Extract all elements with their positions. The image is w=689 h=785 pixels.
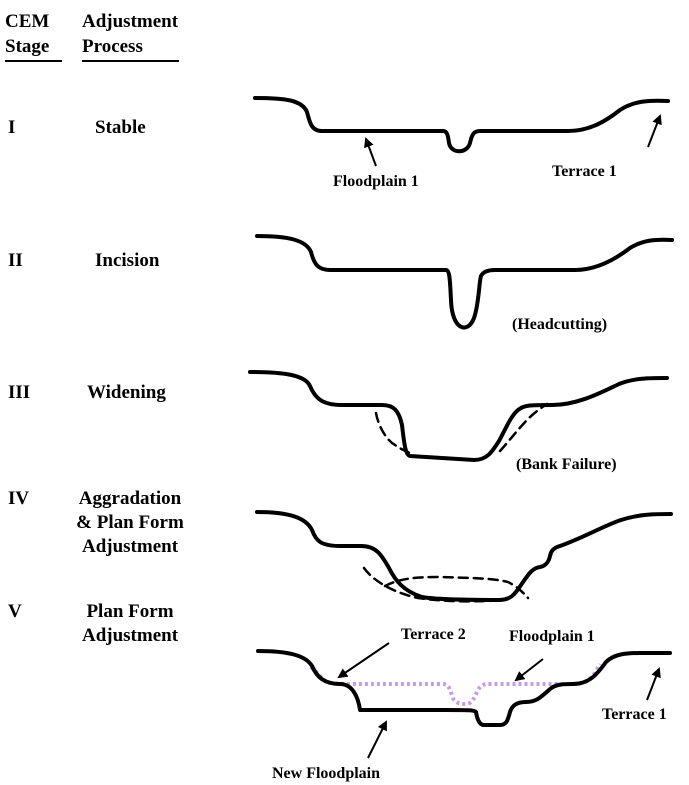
arrow-new-floodplain — [367, 720, 387, 759]
label-floodplain1-stage1: Floodplain 1 — [333, 173, 419, 190]
stage-process-5-line1: Plan Form — [86, 601, 174, 622]
aggradation-new-profile-dashed — [383, 575, 530, 600]
stage-process-2: Incision — [95, 250, 160, 271]
bank-failure-left-dashed — [374, 411, 416, 457]
profile-stage-3 — [248, 370, 669, 462]
aggradation-old-profile-dashed — [362, 566, 506, 603]
stage-numeral-3: III — [8, 382, 31, 403]
stage-process-3: Widening — [87, 382, 166, 403]
stage-process-4-line2: & Plan Form — [76, 512, 184, 533]
label-new-floodplain: New Floodplain — [272, 765, 381, 782]
arrow-terrace2-s5 — [337, 642, 390, 679]
stage-numeral-2: II — [8, 250, 23, 271]
label-headcutting: (Headcutting) — [512, 316, 608, 333]
label-bank-failure: (Bank Failure) — [516, 456, 617, 473]
arrow-floodplain1-s5 — [514, 658, 544, 682]
label-floodplain1-stage5: Floodplain 1 — [509, 628, 595, 645]
bank-failure-right-dashed — [498, 402, 549, 453]
header-underline-process — [82, 60, 179, 62]
floodplain1-dotted-line — [309, 663, 602, 706]
profile-stage-2 — [255, 234, 674, 330]
header-cem: CEM — [5, 11, 50, 32]
label-terrace1-stage1: Terrace 1 — [552, 163, 617, 180]
header-adjustment: Adjustment — [82, 11, 179, 32]
label-terrace2-stage5: Terrace 2 — [401, 626, 466, 643]
stage-numeral-1: I — [8, 117, 16, 138]
header-underline-stage — [5, 60, 62, 62]
arrow-terrace1-s1 — [647, 114, 662, 148]
profile-stage-5 — [256, 649, 672, 727]
profile-stage-4 — [255, 510, 673, 602]
arrow-floodplain1-s1 — [364, 137, 377, 167]
profile-stage-1 — [253, 96, 670, 154]
header-process: Process — [82, 36, 143, 57]
stage-numeral-4: IV — [8, 488, 30, 509]
stage-numeral-5: V — [8, 601, 22, 622]
stage-process-4-line3: Adjustment — [81, 536, 179, 557]
stage-process-5-line2: Adjustment — [81, 625, 179, 646]
arrow-terrace1-s5 — [646, 667, 661, 701]
label-terrace1-stage5: Terrace 1 — [602, 706, 667, 723]
header-stage: Stage — [5, 36, 50, 57]
stage-process-1: Stable — [95, 117, 146, 138]
stage-process-4-line1: Aggradation — [78, 488, 182, 509]
